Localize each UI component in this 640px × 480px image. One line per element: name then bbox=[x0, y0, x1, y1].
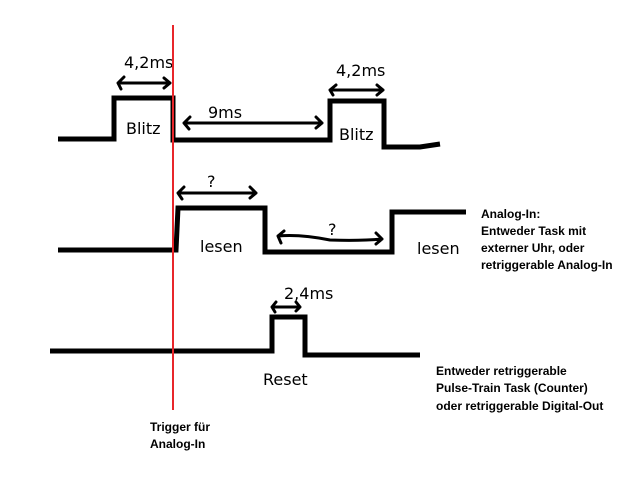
analog-in-note-line-2: Entweder Task mit bbox=[481, 224, 586, 238]
analog-in-note-line-4: retriggerable Analog-In bbox=[481, 258, 613, 272]
read-gap-duration-label: ? bbox=[328, 220, 337, 239]
reset-duration-label: 2,4ms bbox=[284, 284, 333, 303]
trigger-label-line-2: Analog-In bbox=[150, 437, 205, 451]
analog-in-note-line-1: Analog-In: bbox=[481, 207, 540, 221]
reset-signal-waveform bbox=[50, 314, 420, 358]
reset-label: Reset bbox=[263, 370, 308, 389]
gap-duration-label: 9ms bbox=[208, 103, 242, 122]
analog-in-note: Analog-In: Entweder Task mit externer Uh… bbox=[481, 207, 613, 272]
reset-note-line-2: Pulse-Train Task (Counter) bbox=[436, 381, 588, 395]
read-signal-waveform bbox=[58, 205, 466, 255]
reset-signal-row: 2,4ms Reset Entweder retriggerable Pulse… bbox=[50, 284, 603, 413]
read1-duration-label: ? bbox=[207, 172, 216, 191]
reset-note: Entweder retriggerable Pulse-Train Task … bbox=[436, 364, 603, 413]
pulse2-label: Blitz bbox=[339, 125, 374, 144]
read1-label: lesen bbox=[200, 237, 243, 256]
pulse1-duration-arrow bbox=[116, 75, 172, 91]
reset-note-line-1: Entweder retriggerable bbox=[436, 364, 567, 378]
trigger-label-line-1: Trigger für bbox=[150, 420, 210, 434]
reset-note-line-3: oder retriggerable Digital-Out bbox=[436, 399, 603, 413]
read-signal-row: ? lesen ? lesen Analog-In: Entweder Task… bbox=[58, 172, 613, 272]
pulse2-duration-label: 4,2ms bbox=[336, 61, 385, 80]
pulse2-duration-arrow bbox=[328, 83, 385, 97]
pulse1-label: Blitz bbox=[126, 119, 161, 138]
gap-duration-arrow bbox=[182, 115, 324, 131]
flash-signal-waveform bbox=[58, 95, 441, 150]
reset-duration-arrow bbox=[270, 300, 302, 314]
analog-in-note-line-3: externer Uhr, oder bbox=[481, 241, 585, 255]
read1-duration-arrow bbox=[176, 185, 258, 201]
read2-label: lesen bbox=[417, 239, 460, 258]
read-gap-duration-arrow bbox=[276, 229, 384, 246]
pulse1-duration-label: 4,2ms bbox=[124, 53, 173, 72]
trigger-label: Trigger für Analog-In bbox=[150, 420, 210, 451]
flash-signal-row: 4,2ms Blitz 9ms 4,2ms Blitz bbox=[58, 53, 441, 150]
